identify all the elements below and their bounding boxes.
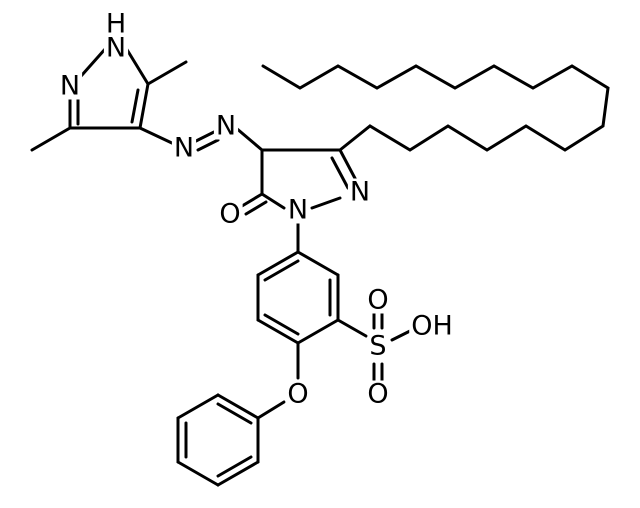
bond-c4-c5-double <box>130 88 140 124</box>
bond-c3b-n2-double <box>330 156 350 190</box>
atom-label-backing <box>347 178 373 206</box>
bond-nazo-c4b <box>234 126 264 152</box>
bond-ar6-ar1 <box>256 250 300 277</box>
bond-ph2-ph3-inner <box>216 455 253 478</box>
atom-label-backing <box>57 72 83 100</box>
atom-label-backing <box>217 200 243 228</box>
atom-o-sulfonyl-top: O <box>367 285 388 316</box>
atom-o-carbonyl: O <box>219 199 240 230</box>
atom-label-backing <box>367 332 389 360</box>
bond-c5b-o-double <box>244 200 268 216</box>
bond-n2-n1b <box>310 196 342 210</box>
atom-oh-sulfonic: OH <box>411 311 453 342</box>
bond-ph6-ph1 <box>216 393 260 420</box>
bond-c4-c5 <box>138 82 150 130</box>
atom-label-backing <box>171 134 197 162</box>
atom-o-ether: O <box>287 379 308 410</box>
atom-n-pyrazolone-1: N <box>288 195 308 226</box>
atom-label-backing <box>409 312 455 340</box>
atom-label-backing <box>213 112 239 140</box>
atom-label-backing <box>103 10 129 38</box>
bond-ar3-s <box>336 318 368 338</box>
bond-c4-nazo <box>138 126 176 146</box>
bond-ar1-ar2 <box>296 250 340 277</box>
atom-label-backing <box>103 34 129 62</box>
atom-label-backing <box>285 196 311 224</box>
bond-ph2-ph3 <box>216 460 260 487</box>
bond-ar6-ar1-inner <box>263 259 300 282</box>
atom-label-backing <box>365 286 391 314</box>
atom-n-azo-1: N <box>174 133 194 164</box>
atom-h-pyrazole: H <box>106 9 126 40</box>
atom-label-backing <box>365 380 391 408</box>
bond-azo-double-b <box>196 138 220 152</box>
bond-ph6-ph1-inner <box>216 402 253 425</box>
atom-labels: H N N N N N N O S O O OH O <box>57 9 455 410</box>
bond-s-oh <box>390 328 414 342</box>
bond-ar3-ar4 <box>296 318 340 345</box>
bond-ar4-ar5 <box>256 318 300 345</box>
atom-n-pyrazole: N <box>60 71 80 102</box>
atom-o-sulfonyl-bottom: O <box>367 379 388 410</box>
bond-o-ph <box>256 400 286 420</box>
bond-azo-double-a <box>192 130 216 144</box>
bond-ph3-ph4 <box>176 460 220 487</box>
bond-c5-methyl <box>146 60 188 86</box>
bonds <box>30 46 610 487</box>
bond-c5b-o <box>240 192 264 208</box>
bond-n1b-c5b <box>260 192 286 210</box>
atom-n-azo-2: N <box>216 111 236 142</box>
atom-nh-pyrazole: N <box>106 33 126 64</box>
atom-s-sulfonic: S <box>369 331 386 362</box>
bond-ph5-ph6 <box>176 393 220 420</box>
bond-c3-methyl <box>30 126 72 152</box>
bond-ar4-ar5-inner <box>263 313 300 336</box>
atom-n-pyrazolone-2: N <box>350 177 370 208</box>
atom-label-backing <box>285 380 311 408</box>
bond-heptadecyl-chain <box>261 64 610 152</box>
bond-c3b-n2 <box>338 148 360 186</box>
bond-nh-c5 <box>124 46 150 86</box>
